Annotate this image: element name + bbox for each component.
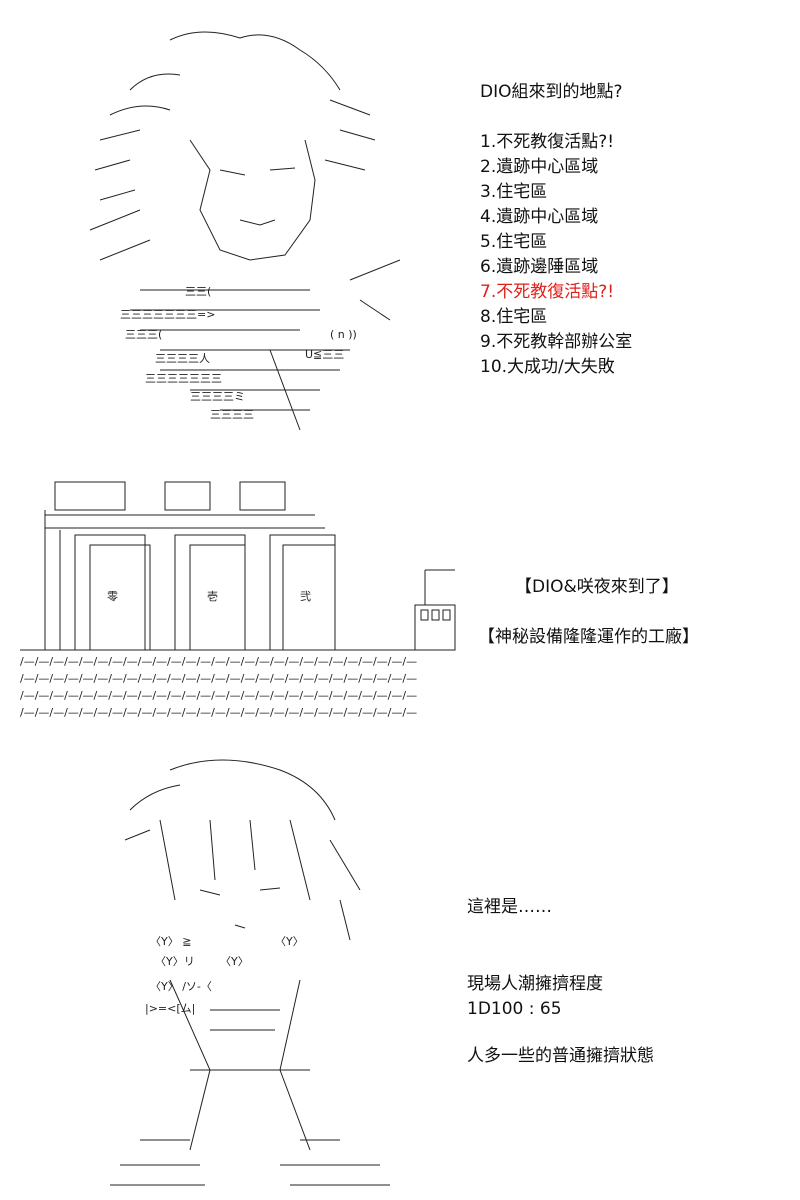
svg-text:三三三三人: 三三三三人 xyxy=(155,352,210,365)
location-item-10: 10.大成功/大失敗 xyxy=(480,357,615,377)
location-item-6: 6.遺跡邊陲區域 xyxy=(480,257,599,277)
door-label-0: 零 xyxy=(107,590,118,603)
svg-text:( n )): ( n )) xyxy=(330,328,357,341)
svg-text:三三三三ミ: 三三三三ミ xyxy=(190,390,245,403)
svg-text:三三三(: 三三三( xyxy=(125,328,162,341)
svg-text:〈Y〉: 〈Y〉 xyxy=(220,955,249,968)
dice-roll-result: 1D100 : 65 xyxy=(467,999,562,1019)
location-item-5: 5.住宅區 xyxy=(480,232,548,252)
crowd-level-label: 現場人潮擁擠程度 xyxy=(467,974,603,994)
location-item-8: 8.住宅區 xyxy=(480,307,548,327)
svg-text:〈Y〉: 〈Y〉 xyxy=(275,935,304,948)
svg-text:〈Y〉リ: 〈Y〉リ xyxy=(155,955,195,968)
location-item-1: 1.不死教復活點?! xyxy=(480,132,615,152)
location-item-9: 9.不死教幹部辦公室 xyxy=(480,332,633,352)
crowd-level-description: 人多一些的普通擁擠狀態 xyxy=(467,1046,654,1066)
character-art-sakuya: 〈Y〉 ≧ 〈Y〉リ 〈Y〉 〈Y〉 〈Y〉 /ソ-〈 |>=<[ム| xyxy=(110,759,390,1186)
scene-title: 【DIO&咲夜來到了】 xyxy=(515,577,679,597)
svg-text:/—/—/—/—/—/—/—/—/—/—/—/—/—/—/—: /—/—/—/—/—/—/—/—/—/—/—/—/—/—/—/—/—/—/—/—… xyxy=(20,706,417,719)
location-heading: DIO組來到的地點? xyxy=(480,82,623,102)
location-item-2: 2.遺跡中心區域 xyxy=(480,157,599,177)
factory-art: 零 壱 弐 /—/—/—/—/—/—/—/—/—/—/—/—/—/—/—/—/—… xyxy=(20,481,456,719)
location-item-4: 4.遺跡中心區域 xyxy=(480,207,599,227)
svg-text:〈Y〉 /ソ-〈: 〈Y〉 /ソ-〈 xyxy=(150,980,212,993)
location-item-7-highlighted: 7.不死教復活點?! xyxy=(480,282,615,302)
door-label-1: 壱 xyxy=(207,589,218,603)
svg-text:三三三三三三三=>: 三三三三三三三=> xyxy=(120,308,215,321)
location-item-3: 3.住宅區 xyxy=(480,182,548,202)
svg-text:三三三三三三三: 三三三三三三三 xyxy=(145,372,222,385)
scene-description: 這裡是…… 現場人潮擁擠程度 1D100 : 65 人多一些的普通擁擠狀態 xyxy=(467,895,654,1069)
svg-text:|>=<[ム|: |>=<[ム| xyxy=(145,1002,195,1015)
scene-subtitle: 【神秘設備隆隆運作的工廠】 xyxy=(478,627,699,647)
svg-text:U≦三三: U≦三三 xyxy=(305,348,344,361)
character-art-dio: 三三( 三三三三三三三=> 三三三( 三三三三人 三三三三三三三 三三三三ミ 三… xyxy=(89,31,401,431)
door-label-2: 弐 xyxy=(300,590,311,603)
svg-text:/—/—/—/—/—/—/—/—/—/—/—/—/—/—/—: /—/—/—/—/—/—/—/—/—/—/—/—/—/—/—/—/—/—/—/—… xyxy=(20,689,417,702)
location-intro: 這裡是…… xyxy=(467,897,552,917)
svg-text:/—/—/—/—/—/—/—/—/—/—/—/—/—/—/—: /—/—/—/—/—/—/—/—/—/—/—/—/—/—/—/—/—/—/—/—… xyxy=(20,655,417,668)
svg-text:/—/—/—/—/—/—/—/—/—/—/—/—/—/—/—: /—/—/—/—/—/—/—/—/—/—/—/—/—/—/—/—/—/—/—/—… xyxy=(20,672,417,685)
location-list: DIO組來到的地點? 1.不死教復活點?! 2.遺跡中心區域 3.住宅區 4.遺… xyxy=(480,80,632,380)
svg-text:三三(: 三三( xyxy=(185,285,211,298)
svg-text:三三三三: 三三三三 xyxy=(210,408,254,421)
svg-text:〈Y〉 ≧: 〈Y〉 ≧ xyxy=(150,935,191,948)
